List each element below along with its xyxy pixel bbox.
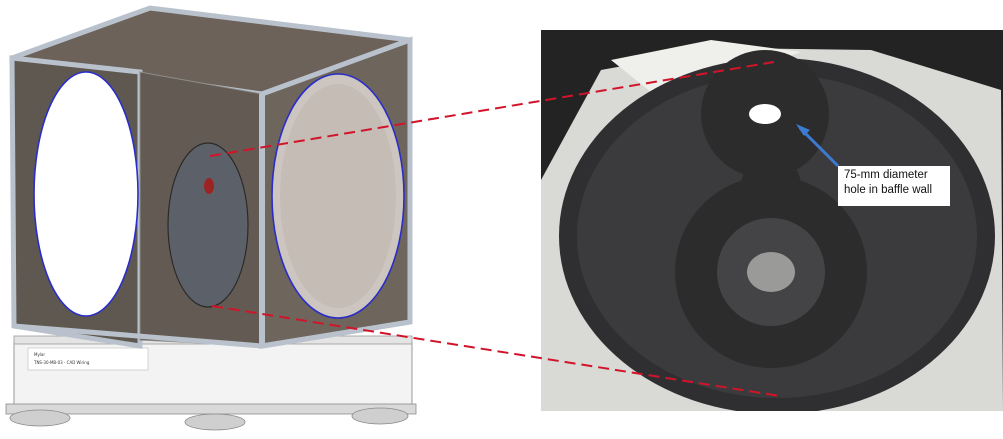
baffle-photo-drawing <box>541 30 1003 411</box>
baffle-photo <box>541 30 1003 411</box>
base-label-2: TNS-30-MB-03 - CAD Wiring <box>33 360 90 365</box>
callout-line-2: hole in baffle wall <box>844 184 933 196</box>
callout-line-1: 75-mm diameter <box>844 169 928 181</box>
callout-label: 75-mm diameter hole in baffle wall <box>838 166 950 206</box>
base-label-1: Mylar <box>34 352 45 357</box>
base-pedestal: Mylar TNS-30-MB-03 - CAD Wiring <box>5 335 417 431</box>
cad-chamber-drawing: Mylar TNS-30-MB-03 - CAD Wiring <box>5 5 417 431</box>
baffle-plate <box>167 142 249 308</box>
baffle-plate-hole <box>204 178 214 194</box>
left-window <box>33 71 139 317</box>
